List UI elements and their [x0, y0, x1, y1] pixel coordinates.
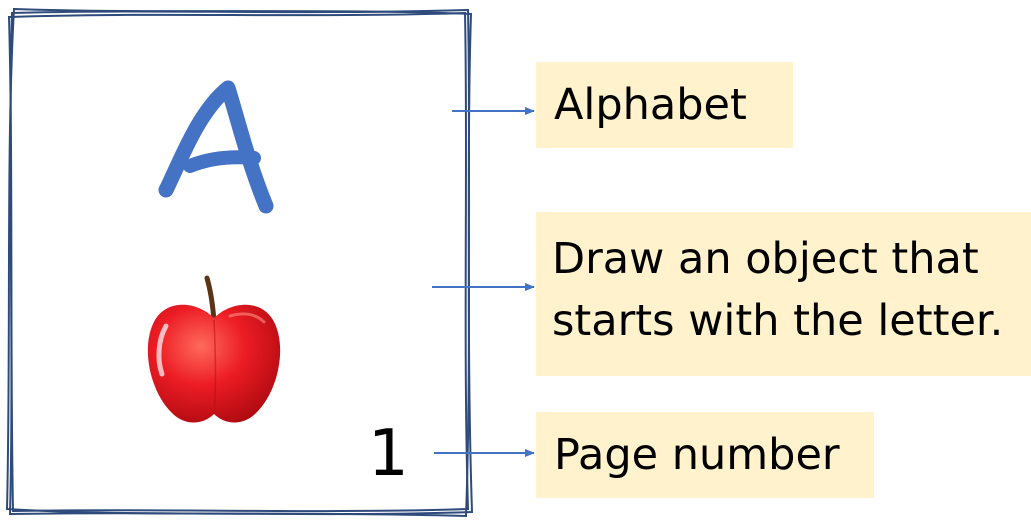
draw-instruction-line-1: Draw an object that	[552, 234, 979, 284]
draw-instruction-line-2: starts with the letter.	[552, 296, 1004, 346]
apple-icon	[147, 275, 281, 423]
draw-instruction-callout: Draw an object that starts with the lett…	[536, 212, 1031, 376]
page-number: 1	[368, 417, 409, 491]
page-frame	[5, 7, 474, 518]
alphabet-callout: Alphabet	[536, 62, 793, 148]
alphabet-letter	[158, 80, 274, 214]
page-number-callout: Page number	[536, 412, 874, 498]
